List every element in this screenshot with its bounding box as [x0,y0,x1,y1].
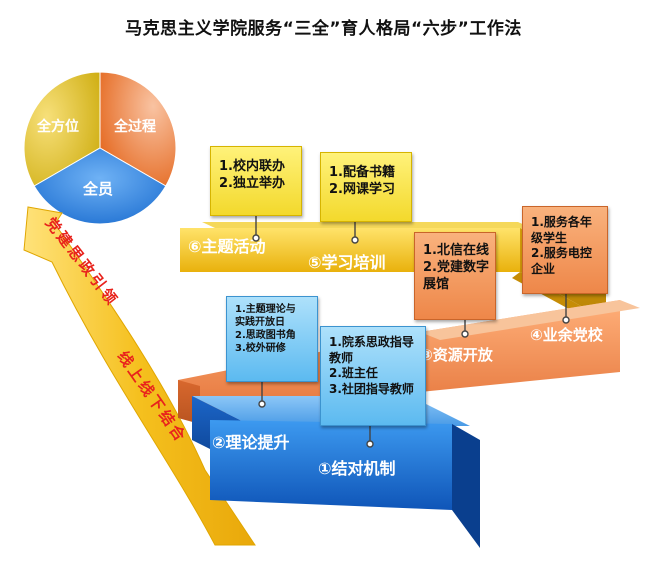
note-step-2: 1.主题理论与 实践开放日 2.思政图书角 3.校外研修 [226,296,318,382]
connector-pins [252,214,570,448]
note-step-6-line-2: 2.独立举办 [219,175,285,191]
note-step-1-line-2: 教师 [329,350,354,365]
diagram-title: 马克思主义学院服务“三全”育人格局“六步”工作法 [125,19,522,39]
note-step-2-line-1: 1.主题理论与 [235,304,296,315]
pie-segment-quanyuan [33,147,167,225]
pie-segment-quanfangwei [23,71,101,187]
note-step-6-line-1: 1.校内联办 [219,159,285,174]
note-step-5-line-1: 1.配备书籍 [329,165,395,180]
pie-label-quanfangwei: 全方位 [36,118,79,135]
note-step-5-line-2: 2.网课学习 [329,181,395,197]
pie-chart: 全方位 全过程 全员 [23,71,177,225]
note-step-3-line-3: 展馆 [423,276,450,292]
note-step-4: 1.服务各年 级学生 2.服务电控 企业 [522,206,608,294]
note-step-4-line-1: 1.服务各年 [531,215,592,229]
note-step-5: 1.配备书籍 2.网课学习 [320,152,412,222]
note-step-1-line-4: 3.社团指导教师 [329,381,414,396]
note-step-6: 1.校内联办 2.独立举办 [210,146,302,216]
note-step-3-line-2: 2.党建数字 [423,259,489,275]
step-1-label: ①结对机制 [318,459,396,478]
step-6-label: ⑥主题活动 [188,237,266,256]
note-step-3-line-1: 1.北信在线 [423,243,489,258]
step-2-label: ②理论提升 [212,433,290,452]
note-step-2-line-4: 3.校外研修 [235,343,286,354]
note-step-4-line-3: 2.服务电控 [531,246,592,261]
step-3-label: ③资源开放 [420,346,494,364]
note-step-3: 1.北信在线 2.党建数字 展馆 [414,232,496,320]
step-4-label: ④业余党校 [530,326,604,344]
note-step-1: 1.院系思政指导 教师 2.班主任 3.社团指导教师 [320,326,426,426]
note-step-4-line-4: 企业 [531,261,556,276]
note-step-1-line-3: 2.班主任 [329,366,378,381]
step-5-label: ⑤学习培训 [308,253,386,272]
note-step-2-line-2: 实践开放日 [235,317,285,328]
note-step-4-line-2: 级学生 [531,230,568,245]
pie-label-quanguocheng: 全过程 [113,118,156,135]
pie-label-quanyuan: 全员 [82,180,113,198]
pie-segment-quanguocheng [99,71,177,187]
note-step-2-line-3: 2.思政图书角 [235,330,296,341]
note-step-1-line-1: 1.院系思政指导 [329,335,414,349]
